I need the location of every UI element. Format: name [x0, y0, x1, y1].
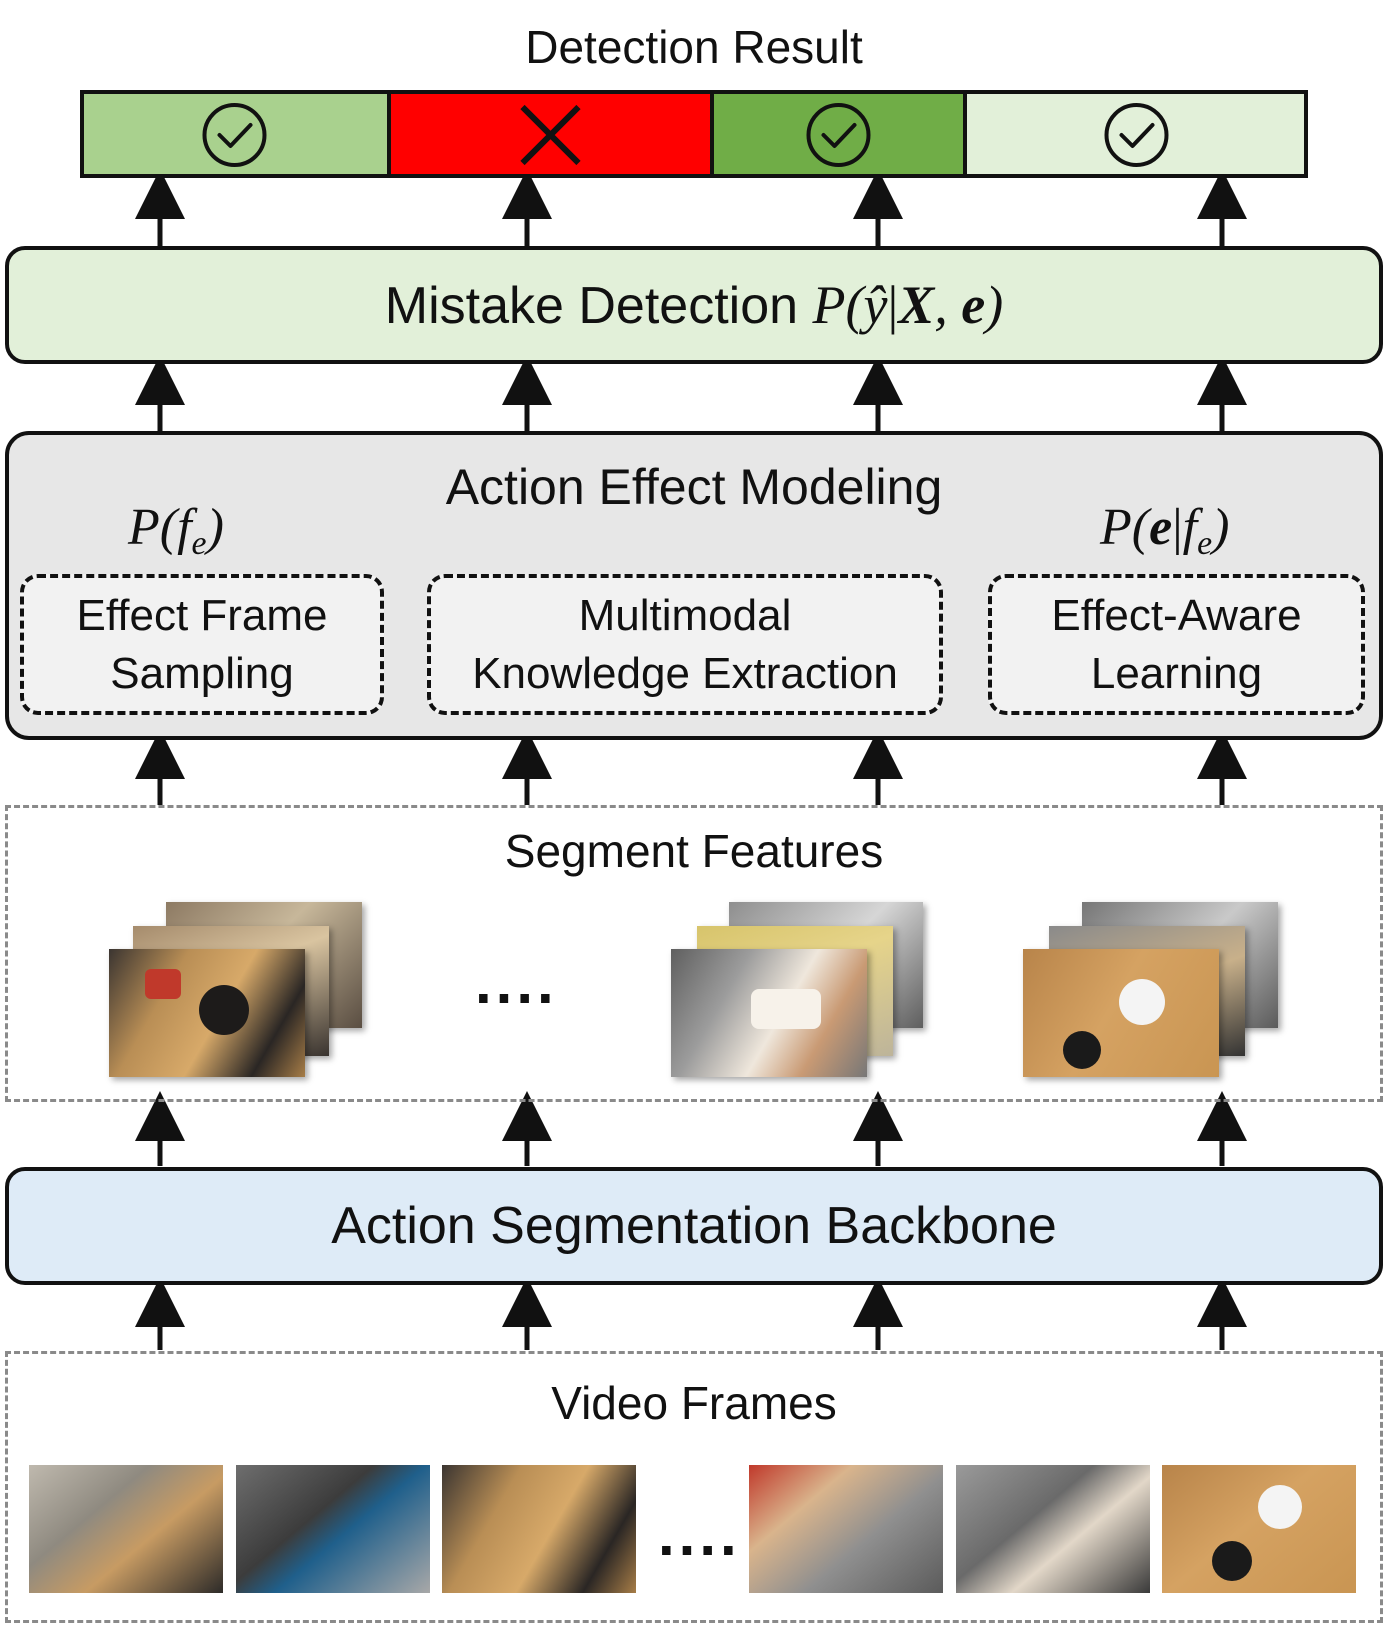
action-effect-modeling-title: Action Effect Modeling: [445, 459, 943, 515]
segment-features-title: Segment Features: [504, 825, 884, 877]
video-frame-6: [1162, 1465, 1356, 1593]
video-frames-region: [5, 1351, 1383, 1623]
video-frame-5: [956, 1465, 1150, 1593]
video-frame-3: [442, 1465, 636, 1593]
detection-result-cell-3: [712, 92, 965, 178]
detection-result-divider: [963, 92, 967, 178]
segment-features-region: [5, 805, 1383, 1102]
detection-result-title: Detection Result: [525, 21, 863, 73]
video-frame-4: [749, 1465, 943, 1593]
check-circle-icon: [1104, 103, 1169, 167]
segment-frame-stack-1-front: [109, 949, 305, 1077]
mistake-detection-formula: P(ŷ|X, e): [812, 275, 1004, 335]
effect-given-frame-probability: P(e|fe): [1100, 499, 1230, 563]
segment-frame-stack-2-front: [671, 949, 867, 1077]
check-circle-icon: [806, 103, 871, 167]
video-frames-ellipsis: ....: [658, 1501, 741, 1568]
detection-result-cell-2: [389, 92, 712, 178]
backbone-label: Action Segmentation Backbone: [331, 1197, 1057, 1255]
video-frames-title: Video Frames: [551, 1377, 837, 1429]
detection-result-cell-4: [965, 92, 1308, 178]
action-segmentation-backbone-box: Action Segmentation Backbone: [5, 1167, 1383, 1285]
detection-result-frame: [80, 90, 1308, 178]
segment-frame-stack-3-front: [1023, 949, 1219, 1077]
video-frame-1: [29, 1465, 223, 1593]
mistake-detection-box: Mistake Detection P(ŷ|X, e): [5, 246, 1383, 364]
detection-result-divider: [710, 92, 714, 178]
check-circle-icon: [202, 103, 267, 167]
mistake-detection-label: Mistake Detection: [384, 277, 799, 335]
effect-frame-probability: P(fe): [128, 499, 224, 563]
segment-features-ellipsis: ....: [475, 949, 558, 1016]
detection-result-cell-1: [80, 92, 389, 178]
cross-icon: [520, 104, 581, 166]
video-frame-2: [236, 1465, 430, 1593]
detection-result-divider: [387, 92, 391, 178]
